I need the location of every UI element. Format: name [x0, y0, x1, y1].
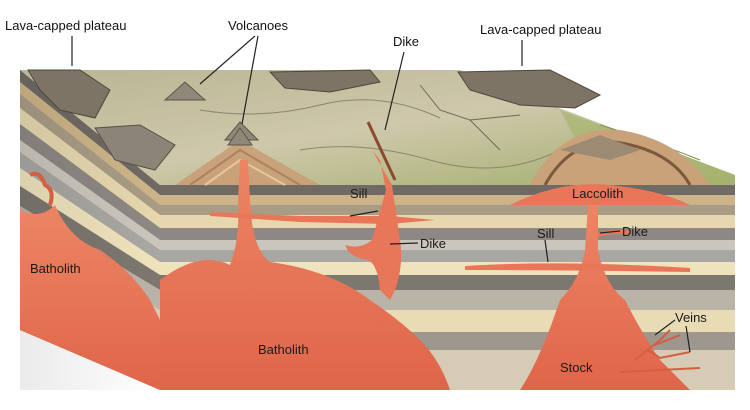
- dike-left-body: [345, 150, 402, 300]
- magma-bodies: [20, 150, 690, 390]
- label-lava-plateau-left: Lava-capped plateau: [5, 18, 126, 33]
- label-batholith-left: Batholith: [30, 261, 81, 276]
- stock-body: [520, 205, 690, 390]
- label-laccolith: Laccolith: [572, 186, 623, 201]
- label-stock: Stock: [560, 360, 593, 375]
- label-sill-left: Sill: [350, 186, 367, 201]
- label-volcanoes: Volcanoes: [228, 18, 288, 33]
- label-dike-left: Dike: [420, 236, 446, 251]
- lava-plateau-left: [27, 69, 176, 171]
- labels: Lava-capped plateau Volcanoes Dike Lava-…: [5, 18, 707, 375]
- laccolith-dome: [530, 129, 710, 186]
- veins: [619, 329, 701, 373]
- label-lava-plateau-right: Lava-capped plateau: [480, 22, 601, 37]
- batholith-left-body: [20, 205, 160, 390]
- label-dike-right: Dike: [622, 224, 648, 239]
- batholith-center-body: [160, 160, 450, 390]
- sill-right-body: [465, 263, 690, 272]
- laccolith-body: [510, 184, 690, 205]
- label-batholith-center: Batholith: [258, 342, 309, 357]
- surface-dike-line: [366, 121, 397, 181]
- label-sill-right: Sill: [537, 226, 554, 241]
- label-veins: Veins: [675, 310, 707, 325]
- lava-plateau-right: [268, 69, 602, 109]
- label-dike-top: Dike: [393, 34, 419, 49]
- pointer-lines: [71, 35, 691, 353]
